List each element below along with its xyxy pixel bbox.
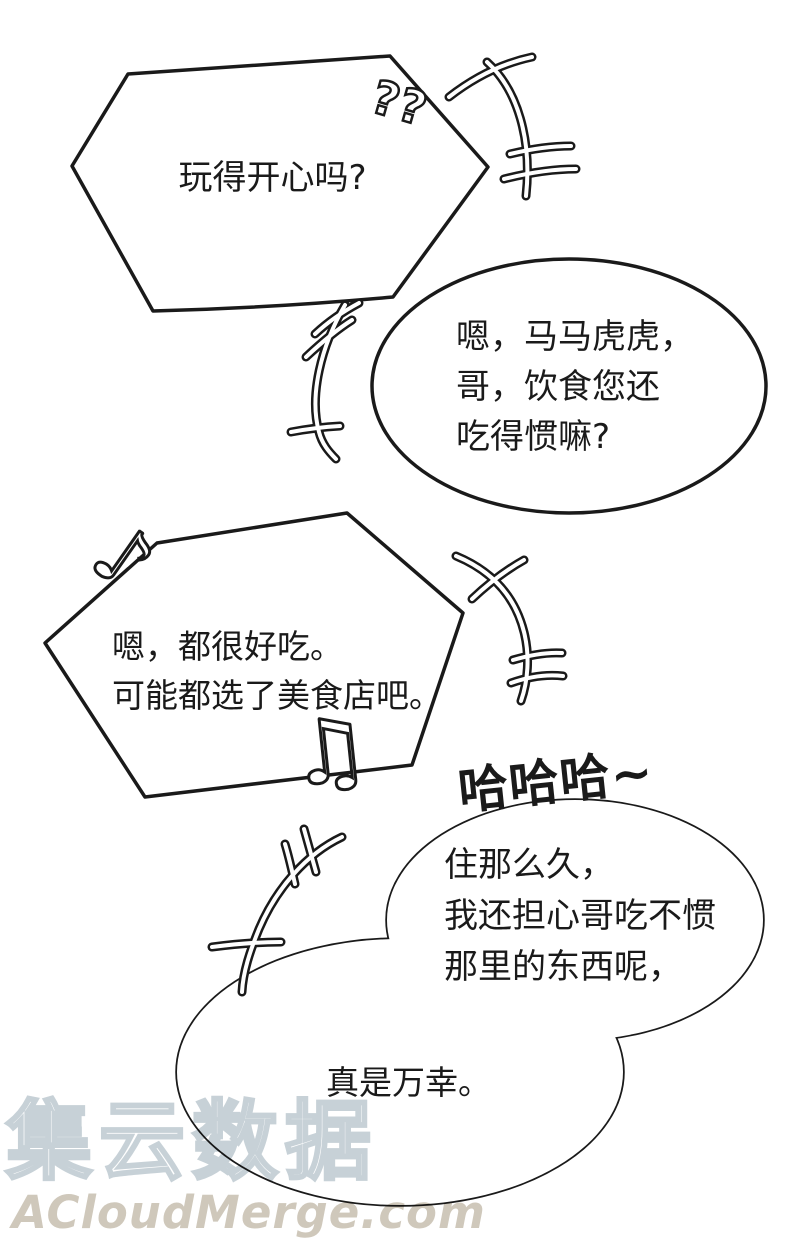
bubble-4-line: 住那么久， bbox=[444, 845, 614, 885]
stitch-doodle-right bbox=[451, 551, 568, 706]
bubble-4-text: 住那么久， 我还担心哥吃不惯 那里的东西呢， bbox=[444, 840, 716, 993]
music-notes-icon: ♫ bbox=[283, 695, 375, 809]
bubble-3-text: 嗯，都很好吃。 可能都选了美食店吧。 bbox=[112, 622, 442, 720]
speech-bubble-3-shape bbox=[43, 511, 465, 799]
stitch-doodle-bottom-left bbox=[207, 824, 347, 997]
watermark-site-url: ACloudMerge.com bbox=[12, 1186, 486, 1239]
speech-bubble-4-shape bbox=[175, 798, 765, 1207]
bubble-2-line: 嗯，马马虎虎， bbox=[456, 317, 694, 357]
bubble-1-line: 玩得开心吗? bbox=[178, 158, 367, 198]
stitch-doodle-left bbox=[286, 298, 364, 464]
bubble-3-line: 嗯，都很好吃。 bbox=[112, 627, 343, 666]
speech-bubble-1-shape bbox=[70, 54, 490, 313]
bubble-2-line: 吃得惯嘛? bbox=[456, 417, 611, 457]
stitch-doodle-top-right bbox=[444, 52, 581, 201]
bubble-3-line: 可能都选了美食店吧。 bbox=[112, 676, 442, 715]
bubble-4-line: 我还担心哥吃不惯 bbox=[444, 896, 716, 936]
bubble-4-closing-text: 真是万幸。 bbox=[326, 1063, 491, 1102]
bubble-2-text: 嗯，马马虎虎， 哥，饮食您还 吃得惯嘛? bbox=[456, 312, 694, 462]
watermark-logo: 集云数据 bbox=[5, 1091, 378, 1194]
speech-bubble-2-shape bbox=[370, 257, 768, 515]
bubble-2-line: 哥，饮食您还 bbox=[456, 367, 660, 407]
bubble-1-text: 玩得开心吗? bbox=[100, 157, 445, 199]
bubble-4-line: 那里的东西呢， bbox=[444, 947, 682, 987]
